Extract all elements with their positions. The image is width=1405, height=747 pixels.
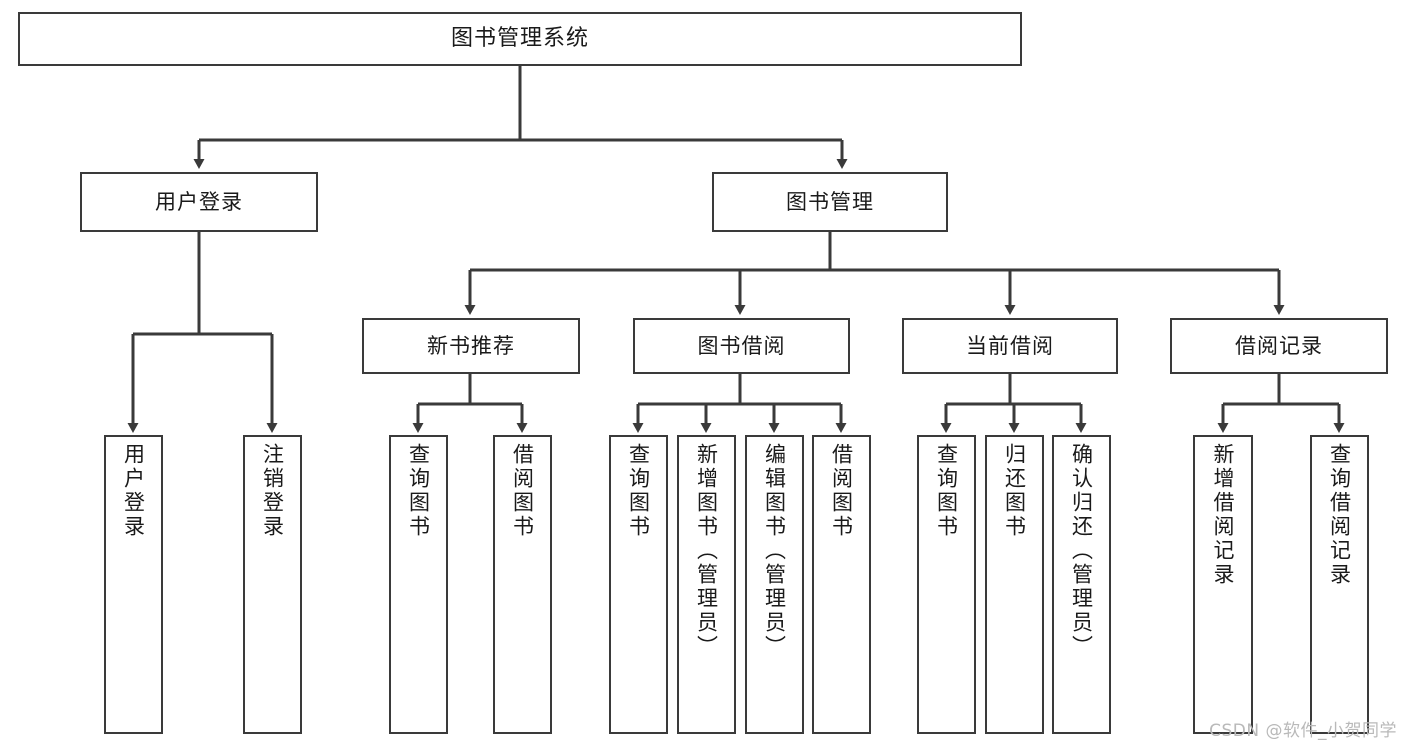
leaf-add-borrow-record[interactable]: 新增借阅记录: [1193, 435, 1253, 734]
node-root[interactable]: 图书管理系统: [18, 12, 1022, 66]
node-book-borrow-label: 图书借阅: [697, 333, 786, 358]
leaf-user-login-label: 用户登录: [121, 443, 146, 539]
leaf-query-book-borrow-label: 查询图书: [626, 443, 651, 539]
leaf-borrow-book-new[interactable]: 借阅图书: [493, 435, 552, 734]
leaf-edit-book-admin[interactable]: 编辑图书（管理员）: [745, 435, 804, 734]
leaf-logout-label: 注销登录: [260, 443, 285, 539]
leaf-query-book-current-label: 查询图书: [934, 443, 959, 539]
leaf-query-book-new-label: 查询图书: [406, 443, 431, 539]
leaf-query-borrow-record-label: 查询借阅记录: [1327, 443, 1352, 587]
leaf-add-book-admin-label: 新增图书（管理员）: [694, 443, 719, 659]
leaf-return-book-label: 归还图书: [1002, 443, 1027, 539]
node-new-book-recommend[interactable]: 新书推荐: [362, 318, 580, 374]
leaf-query-book-borrow[interactable]: 查询图书: [609, 435, 668, 734]
node-book-management-label: 图书管理: [786, 189, 874, 214]
node-user-login-label: 用户登录: [155, 189, 243, 214]
node-borrow-records-label: 借阅记录: [1235, 333, 1323, 358]
node-user-login[interactable]: 用户登录: [80, 172, 318, 232]
node-new-book-recommend-label: 新书推荐: [427, 333, 515, 358]
leaf-borrow-book-new-label: 借阅图书: [510, 443, 535, 539]
leaf-confirm-return-admin[interactable]: 确认归还（管理员）: [1052, 435, 1111, 734]
node-current-borrow[interactable]: 当前借阅: [902, 318, 1118, 374]
node-book-borrow[interactable]: 图书借阅: [633, 318, 850, 374]
leaf-edit-book-admin-label: 编辑图书（管理员）: [762, 443, 787, 659]
leaf-user-login[interactable]: 用户登录: [104, 435, 163, 734]
leaf-query-borrow-record[interactable]: 查询借阅记录: [1310, 435, 1369, 734]
node-root-label: 图书管理系统: [450, 26, 589, 52]
leaf-return-book[interactable]: 归还图书: [985, 435, 1044, 734]
leaf-query-book-new[interactable]: 查询图书: [389, 435, 448, 734]
node-book-management[interactable]: 图书管理: [712, 172, 948, 232]
leaf-borrow-book-label: 借阅图书: [829, 443, 854, 539]
leaf-add-borrow-record-label: 新增借阅记录: [1211, 443, 1236, 587]
leaf-query-book-current[interactable]: 查询图书: [917, 435, 976, 734]
leaf-borrow-book[interactable]: 借阅图书: [812, 435, 871, 734]
node-current-borrow-label: 当前借阅: [966, 333, 1054, 358]
leaf-confirm-return-admin-label: 确认归还（管理员）: [1069, 443, 1094, 659]
leaf-logout[interactable]: 注销登录: [243, 435, 302, 734]
watermark: CSDN @软件_小贺同学: [1209, 721, 1397, 741]
leaf-add-book-admin[interactable]: 新增图书（管理员）: [677, 435, 736, 734]
node-borrow-records[interactable]: 借阅记录: [1170, 318, 1388, 374]
